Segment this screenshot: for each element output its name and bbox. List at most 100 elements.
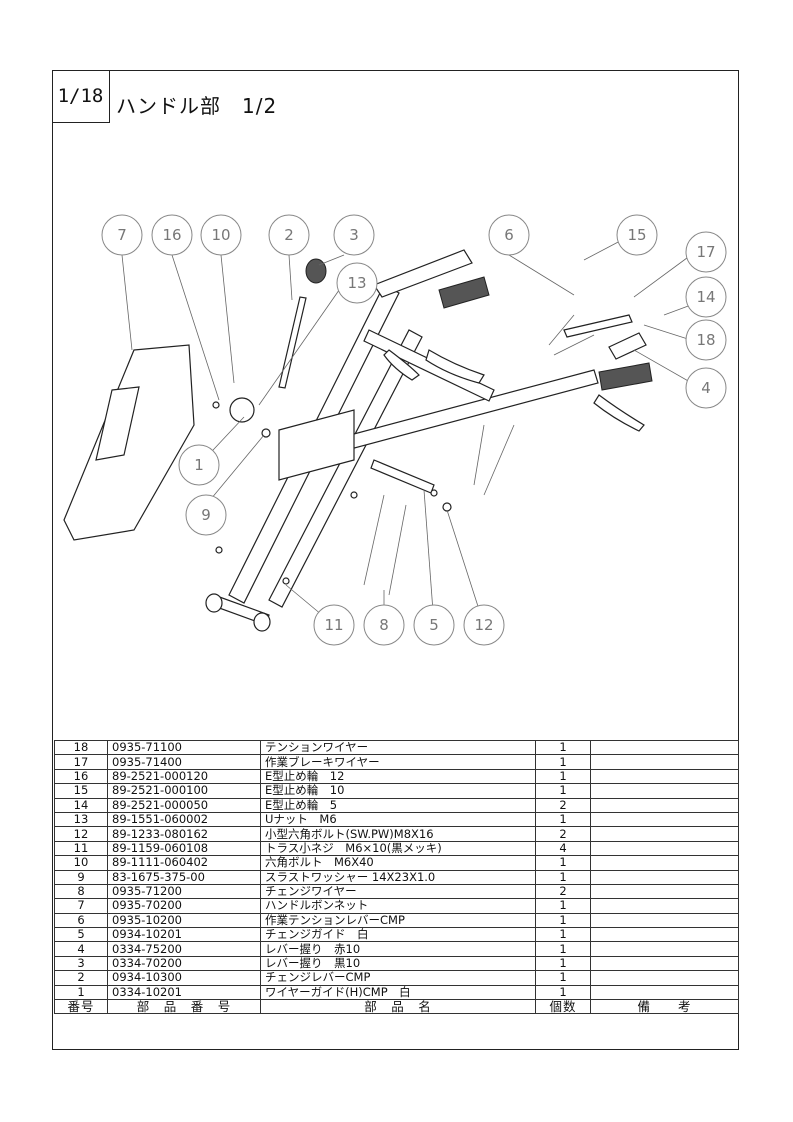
- row-part-number: 83-1675-375-00: [107, 869, 261, 885]
- callout-2: 2: [268, 214, 310, 256]
- row-part-number: 0935-71400: [107, 754, 261, 770]
- svg-text:10: 10: [211, 226, 230, 244]
- svg-text:14: 14: [696, 288, 715, 306]
- row-part-number: 0934-10201: [107, 927, 261, 943]
- row-remarks: [590, 811, 739, 828]
- col-header-quantity: 個数: [535, 999, 591, 1015]
- callout-14: 14: [685, 276, 727, 318]
- row-part-number: 89-1233-080162: [107, 826, 261, 842]
- callout-6: 6: [488, 214, 530, 256]
- row-number: 7: [54, 898, 108, 914]
- page-frame: [52, 70, 739, 1050]
- row-number: 3: [54, 955, 108, 972]
- callout-17: 17: [685, 231, 727, 273]
- row-quantity: 2: [535, 797, 591, 813]
- row-part-name: ハンドルボンネット: [260, 898, 536, 914]
- row-part-number: 0334-75200: [107, 941, 261, 957]
- row-remarks: [590, 754, 739, 770]
- callout-12: 12: [463, 604, 505, 646]
- row-part-name: チェンジワイヤー: [260, 883, 536, 900]
- col-header-part-number: 部 品 番 号: [107, 999, 261, 1015]
- row-remarks: [590, 984, 739, 1001]
- row-part-name: テンションワイヤー: [260, 739, 536, 756]
- callout-10: 10: [200, 214, 242, 256]
- row-number: 17: [54, 754, 108, 770]
- row-part-name: チェンジガイド 白: [260, 927, 536, 943]
- row-remarks: [590, 898, 739, 914]
- row-remarks: [590, 855, 739, 871]
- svg-text:8: 8: [379, 616, 389, 634]
- svg-text:6: 6: [504, 226, 514, 244]
- row-part-name: 小型六角ボルト(SW.PW)M8X16: [260, 826, 536, 842]
- col-header-part-name: 部 品 名: [260, 999, 536, 1015]
- handle-frame: [205, 249, 599, 632]
- svg-text:3: 3: [349, 226, 359, 244]
- row-part-number: 0935-70200: [107, 898, 261, 914]
- row-quantity: 1: [535, 768, 591, 785]
- col-header-remarks: 備 考: [590, 999, 739, 1015]
- row-part-name: E型止め輪 5: [260, 797, 536, 813]
- row-remarks: [590, 955, 739, 972]
- row-quantity: 1: [535, 984, 591, 1001]
- svg-text:18: 18: [696, 331, 715, 349]
- row-remarks: [590, 783, 739, 799]
- row-part-number: 89-2521-000100: [107, 783, 261, 799]
- row-number: 18: [54, 739, 108, 756]
- row-part-name: ワイヤーガイド(H)CMP 白: [260, 984, 536, 1001]
- callout-13: 13: [336, 262, 378, 304]
- row-number: 10: [54, 855, 108, 871]
- page-title: ハンドル部 1/2: [116, 94, 278, 118]
- row-part-name: レバー握り 赤10: [260, 941, 536, 957]
- row-part-number: 89-1111-060402: [107, 855, 261, 871]
- row-quantity: 1: [535, 912, 591, 929]
- row-remarks: [590, 797, 739, 813]
- svg-text:2: 2: [284, 226, 294, 244]
- row-part-number: 89-2521-000050: [107, 797, 261, 813]
- callout-15: 15: [616, 214, 658, 256]
- row-quantity: 1: [535, 970, 591, 986]
- row-quantity: 1: [535, 869, 591, 885]
- row-remarks: [590, 869, 739, 885]
- row-number: 14: [54, 797, 108, 813]
- row-part-number: 89-2521-000120: [107, 768, 261, 785]
- row-remarks: [590, 912, 739, 929]
- leader-lines: [121, 239, 705, 626]
- callout-balloons: 7 16 10 2 3 13 6 15 17 14 18 4 1 9 11 8 …: [101, 214, 727, 646]
- callout-3: 3: [333, 214, 375, 256]
- row-remarks: [590, 840, 739, 857]
- row-quantity: 1: [535, 927, 591, 943]
- row-part-number: 0935-10200: [107, 912, 261, 929]
- row-part-number: 0935-71100: [107, 739, 261, 756]
- row-number: 8: [54, 883, 108, 900]
- col-header-number: 番号: [54, 999, 108, 1015]
- handle-bonnet: [63, 344, 195, 541]
- svg-text:1: 1: [194, 456, 204, 474]
- row-remarks: [590, 826, 739, 842]
- callout-18: 18: [685, 319, 727, 361]
- row-quantity: 1: [535, 739, 591, 756]
- row-number: 16: [54, 768, 108, 785]
- row-quantity: 1: [535, 811, 591, 828]
- row-quantity: 4: [535, 840, 591, 857]
- row-part-number: 89-1159-060108: [107, 840, 261, 857]
- row-quantity: 1: [535, 941, 591, 957]
- row-number: 9: [54, 869, 108, 885]
- row-part-name: スラストワッシャー 14X23X1.0: [260, 869, 536, 885]
- row-part-name: 作業ブレーキワイヤー: [260, 754, 536, 770]
- callout-11: 11: [313, 604, 355, 646]
- row-quantity: 2: [535, 883, 591, 900]
